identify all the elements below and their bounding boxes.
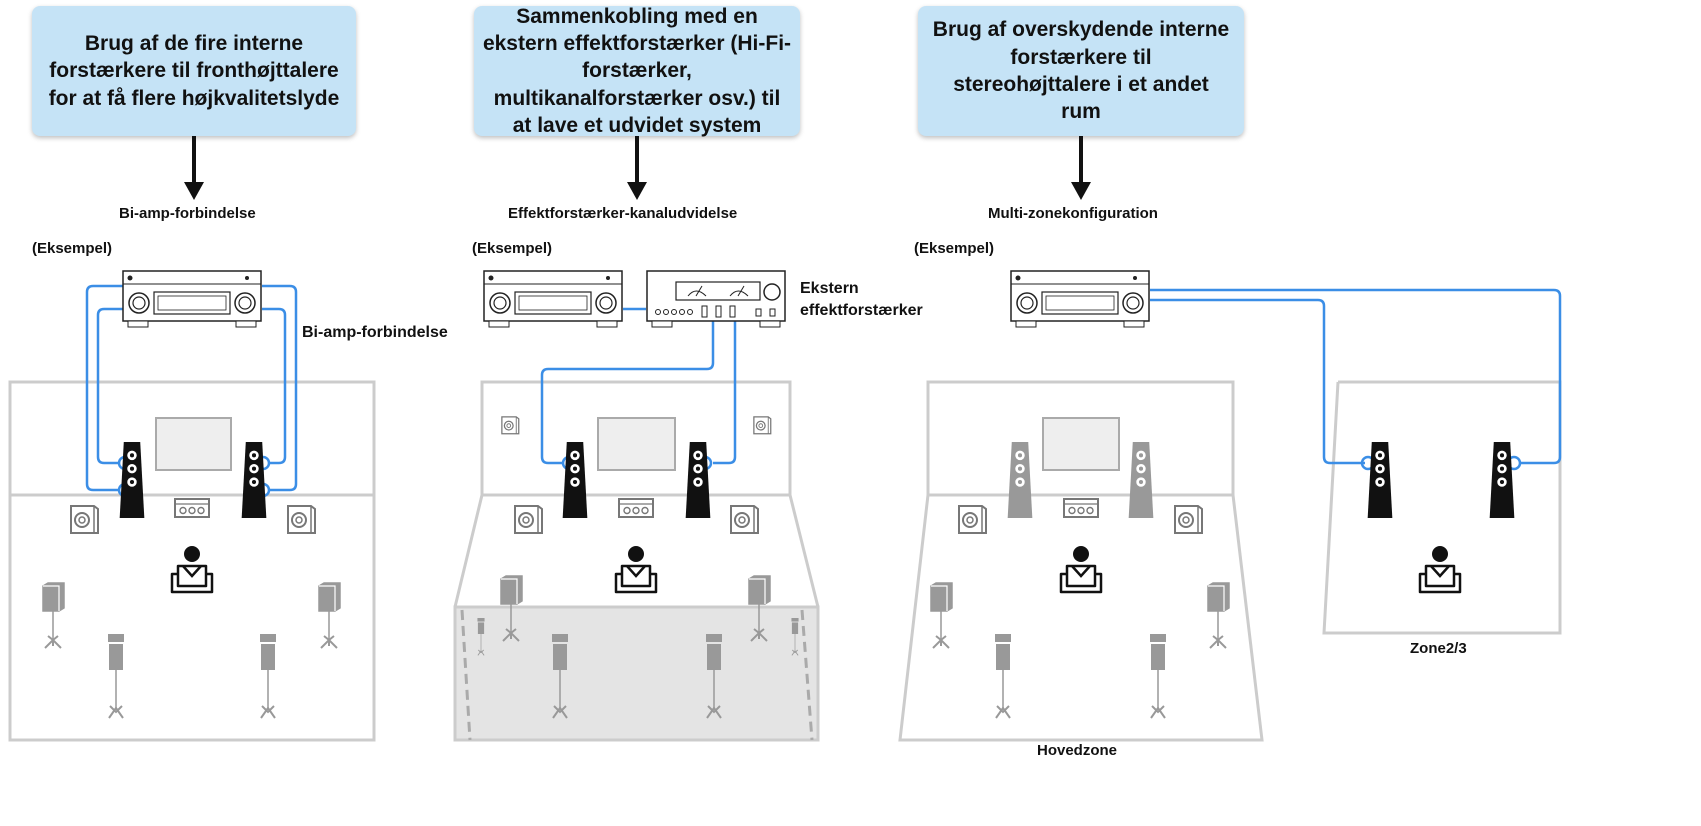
tv-middle — [597, 417, 676, 471]
surround-left-b — [318, 582, 341, 649]
arrow-middle — [627, 136, 647, 200]
example-label-middle: (Eksempel) — [472, 240, 553, 257]
zone2-label: Zone2/3 — [1410, 640, 1467, 657]
front-left-speaker-main-zone — [1007, 442, 1033, 518]
main-zone-label: Hovedzone — [1037, 742, 1118, 759]
room-middle — [453, 380, 820, 608]
heading-text-multi-zone: Brug af overskydende interne forstærkere… — [932, 18, 1230, 124]
arrow-right — [1071, 136, 1091, 200]
caption-bi-amp: Bi-amp-forbindelse — [119, 205, 256, 222]
av-receiver-middle — [483, 270, 623, 328]
surround-main-zone-a — [930, 582, 953, 649]
av-receiver-right — [1010, 270, 1150, 328]
front-right-speaker-main-zone — [1128, 442, 1154, 518]
example-label-right: (Eksempel) — [914, 240, 995, 257]
front-right-speaker-left-panel — [241, 442, 267, 518]
external-power-amplifier — [646, 270, 786, 328]
heading-box-bi-amp: Brug af de fire interne forstærkere til … — [32, 6, 356, 136]
zone2-right-speaker — [1489, 442, 1515, 518]
subwoofer-main-zone-a — [958, 505, 987, 534]
external-amp-label: Ekstern effektforstærker — [800, 280, 923, 319]
listener-zone2 — [1418, 546, 1462, 594]
surround-back-left-a — [107, 634, 125, 719]
presence-speaker-middle-a — [500, 415, 520, 435]
heading-text-power-amp: Sammenkobling med en ekstern effektforst… — [482, 4, 792, 137]
subwoofer-middle-a — [514, 505, 543, 534]
example-label-left: (Eksempel) — [32, 240, 113, 257]
listener-main-zone — [1059, 546, 1103, 594]
surround-back-left-b — [259, 634, 277, 719]
center-speaker-main-zone — [1063, 498, 1099, 518]
subwoofer-left-b — [287, 505, 316, 534]
heading-box-multi-zone: Brug af overskydende interne forstærkere… — [918, 6, 1244, 136]
bi-amp-wire-label: Bi-amp-forbindelse — [302, 324, 448, 341]
room-main-zone — [898, 380, 1264, 742]
heading-box-power-amp: Sammenkobling med en ekstern effektforst… — [474, 4, 800, 137]
zone2-left-speaker — [1367, 442, 1393, 518]
extended-dashes — [460, 609, 814, 741]
extended-area — [453, 605, 820, 742]
tv-left — [155, 417, 232, 471]
room-left — [8, 380, 376, 742]
presence-speaker-middle-b — [752, 415, 772, 435]
tv-right — [1042, 417, 1120, 471]
arrow-left — [184, 136, 204, 200]
surround-back-main-zone-b — [1149, 634, 1167, 719]
caption-power-amp: Effektforstærker-kanaludvidelse — [508, 205, 738, 222]
front-left-speaker-middle — [562, 442, 588, 518]
subwoofer-left-a — [70, 505, 99, 534]
room-zone2 — [1322, 380, 1562, 635]
surround-back-main-zone-a — [994, 634, 1012, 719]
heading-text-bi-amp: Brug af de fire interne forstærkere til … — [48, 32, 340, 110]
av-receiver-left — [122, 270, 262, 328]
listener-left — [170, 546, 214, 594]
subwoofer-main-zone-b — [1174, 505, 1203, 534]
center-speaker-left — [174, 498, 210, 518]
front-left-speaker-left-panel — [119, 442, 145, 518]
listener-middle — [614, 546, 658, 594]
caption-multi-zone: Multi-zonekonfiguration — [988, 205, 1158, 222]
subwoofer-middle-b — [730, 505, 759, 534]
surround-main-zone-b — [1207, 582, 1230, 649]
surround-left-a — [42, 582, 65, 649]
center-speaker-middle — [618, 498, 654, 518]
front-right-speaker-middle — [685, 442, 711, 518]
